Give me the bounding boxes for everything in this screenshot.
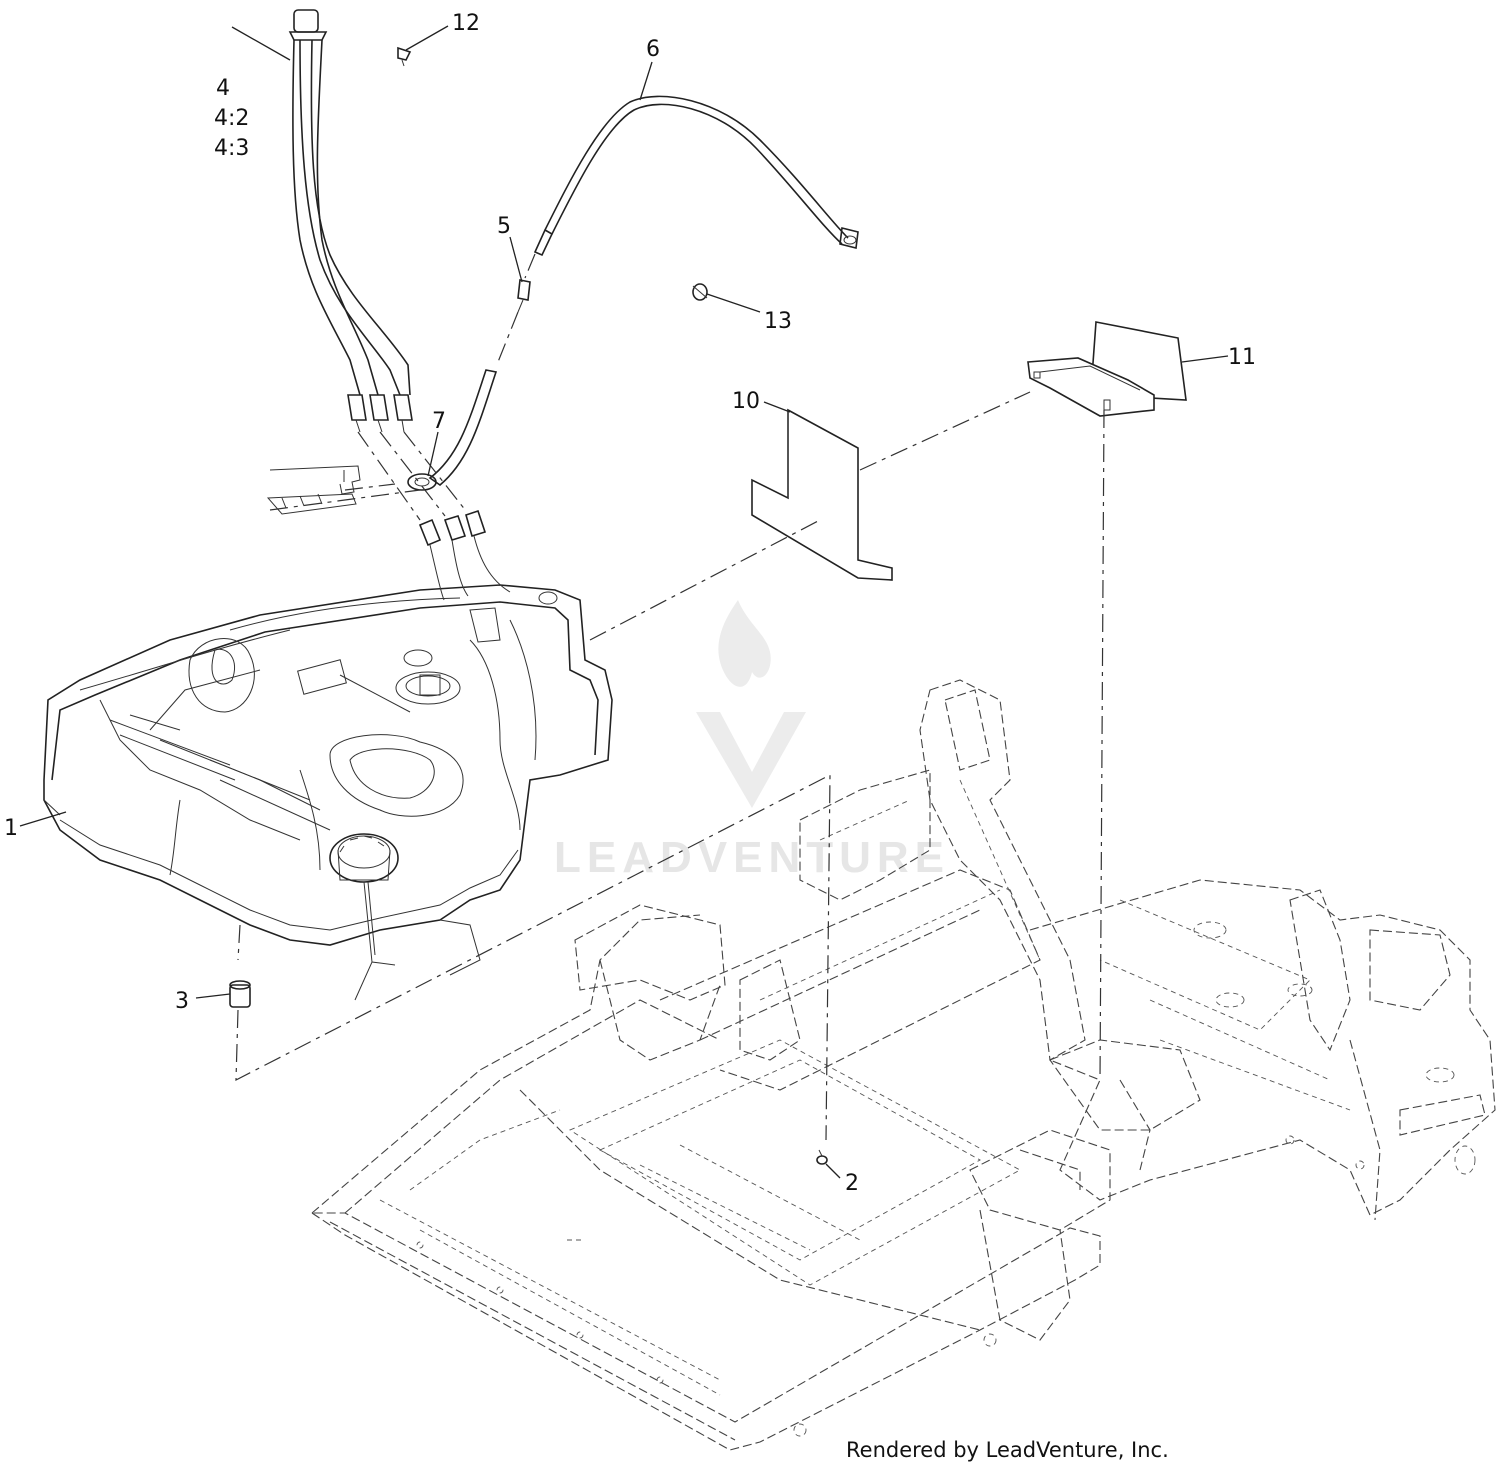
callout-3: 3 bbox=[175, 989, 189, 1014]
heat-shield-10 bbox=[751, 408, 893, 581]
vent-tube bbox=[533, 95, 859, 257]
flame-icon bbox=[718, 600, 771, 687]
callout-4-3: 4:3 bbox=[214, 136, 249, 161]
v-logo-icon bbox=[696, 712, 806, 808]
nut-2 bbox=[816, 1149, 828, 1165]
hose-coupler bbox=[428, 253, 536, 487]
render-credit: Rendered by LeadVenture, Inc. bbox=[846, 1438, 1169, 1462]
fuel-tank bbox=[43, 584, 613, 1001]
callout-4: 4 bbox=[216, 76, 230, 101]
screw-12 bbox=[397, 46, 412, 67]
watermark-text: LEADVENTURE bbox=[554, 833, 950, 882]
tank-fittings bbox=[357, 431, 511, 601]
callout-1: 1 bbox=[4, 816, 18, 841]
callout-11: 11 bbox=[1228, 345, 1256, 370]
callout-labels: 1 2 3 4 4:2 4:3 5 6 7 10 11 12 13 bbox=[4, 11, 1256, 1196]
leadventure-watermark: LEADVENTURE bbox=[554, 600, 950, 882]
assembly-lines bbox=[235, 391, 1105, 1141]
callout-6: 6 bbox=[646, 37, 660, 62]
leader-lines bbox=[19, 25, 1229, 1179]
grommet bbox=[407, 473, 437, 491]
callout-13: 13 bbox=[764, 309, 792, 334]
fuel-line-harness bbox=[288, 9, 413, 433]
mower-frame bbox=[310, 679, 1496, 1451]
bumper-3 bbox=[229, 980, 251, 1008]
callout-12: 12 bbox=[452, 11, 480, 36]
callout-7: 7 bbox=[432, 409, 446, 434]
callout-5: 5 bbox=[497, 214, 511, 239]
cap-13 bbox=[692, 283, 708, 301]
callout-4-2: 4:2 bbox=[214, 106, 249, 131]
shield-bracket-11 bbox=[1027, 321, 1187, 417]
callout-10: 10 bbox=[732, 389, 760, 414]
callout-2: 2 bbox=[845, 1171, 859, 1196]
